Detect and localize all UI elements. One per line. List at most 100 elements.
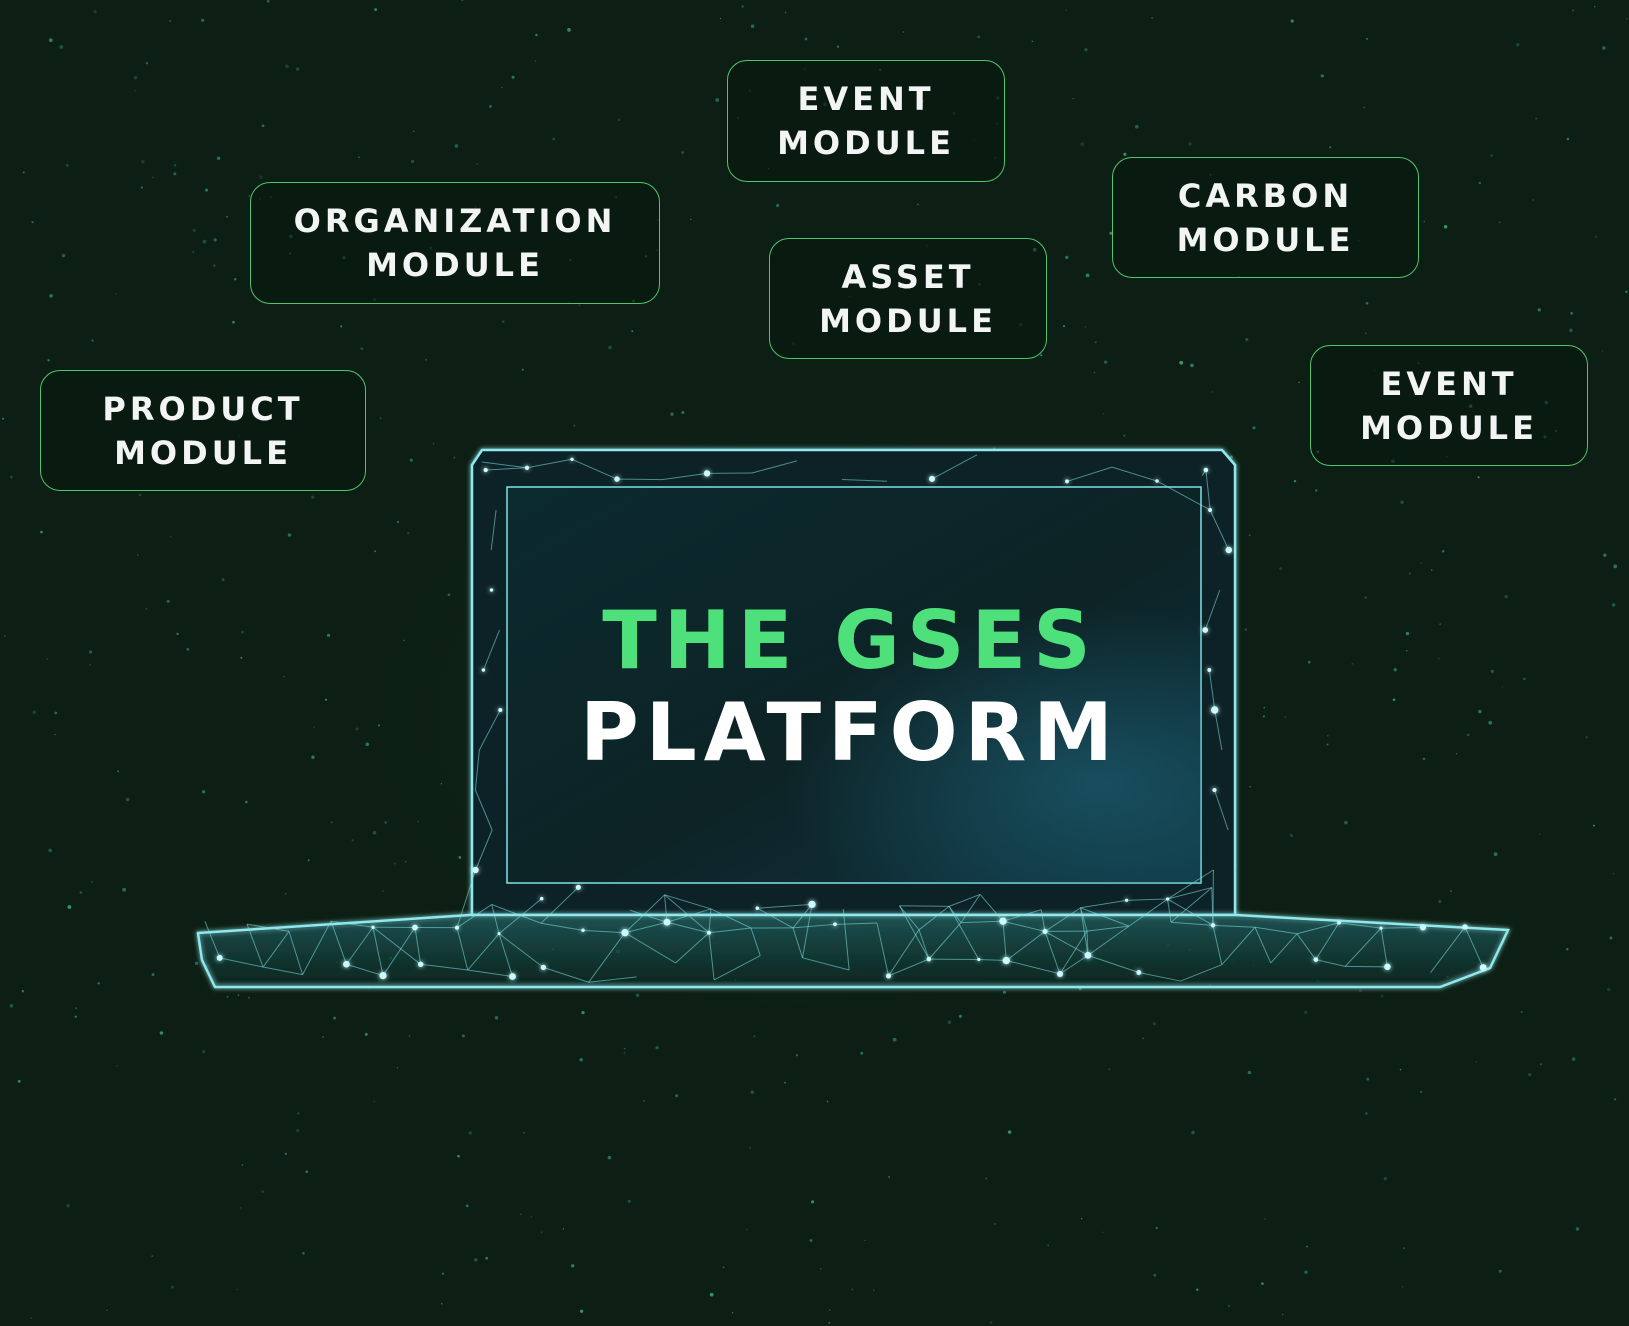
particle: [731, 1311, 734, 1314]
particle: [670, 412, 674, 416]
particle: [552, 137, 556, 141]
particle: [9, 1003, 14, 1008]
mesh-line: [1315, 959, 1346, 967]
particle: [1293, 479, 1297, 483]
mesh-line: [1086, 925, 1130, 932]
mesh-line: [330, 921, 347, 965]
mesh-line: [708, 927, 752, 934]
mesh-line: [842, 908, 850, 971]
particle: [1248, 534, 1251, 537]
particle: [1403, 1247, 1405, 1250]
particle: [860, 1051, 864, 1055]
mesh-line: [1002, 920, 1046, 932]
mesh-line: [1212, 925, 1223, 965]
mesh-line: [1059, 930, 1088, 975]
particle: [31, 220, 34, 224]
mesh-node: [1462, 924, 1468, 930]
particle: [440, 1302, 443, 1305]
mesh-line: [1002, 921, 1007, 961]
mesh-line: [708, 932, 715, 980]
particle: [1152, 1022, 1156, 1026]
particle: [79, 891, 83, 894]
mesh-line: [1315, 922, 1340, 960]
particle: [152, 176, 154, 178]
particle: [1229, 455, 1233, 459]
mesh-line: [1087, 954, 1139, 973]
particle: [819, 1268, 822, 1270]
particle: [140, 186, 143, 189]
particle: [1093, 371, 1096, 374]
mesh-line: [204, 921, 221, 959]
particle: [753, 1035, 756, 1038]
particle: [1, 417, 5, 420]
mesh-node: [454, 925, 460, 930]
particle: [46, 657, 49, 661]
particle: [61, 253, 66, 258]
particle: [1264, 1218, 1266, 1220]
particle: [1101, 1231, 1104, 1234]
particle: [1065, 255, 1069, 260]
mesh-line: [757, 903, 813, 909]
mesh-node: [1479, 964, 1487, 971]
mesh-node: [1056, 970, 1064, 977]
particle: [1307, 660, 1311, 664]
particle: [204, 188, 209, 192]
particle: [1613, 564, 1618, 569]
mesh-line: [1002, 909, 1042, 922]
particle: [1080, 1217, 1083, 1220]
particle: [340, 325, 343, 328]
particle: [608, 345, 612, 350]
mesh-line: [420, 963, 468, 971]
particle: [1613, 1098, 1617, 1101]
particle: [240, 656, 243, 659]
mesh-line: [456, 869, 477, 928]
module-label: MODULE: [366, 246, 544, 284]
mesh-line: [1044, 907, 1081, 932]
particle: [1569, 328, 1573, 333]
mesh-line: [540, 886, 579, 924]
mesh-line: [330, 920, 374, 928]
particle: [1528, 1072, 1532, 1077]
mesh-line: [571, 458, 618, 480]
particle: [655, 1046, 659, 1050]
mesh-line: [960, 920, 1004, 924]
mesh-node: [1384, 963, 1391, 971]
mesh-node: [614, 476, 620, 482]
particle: [892, 1037, 897, 1042]
particle: [89, 664, 91, 666]
mesh-line: [1213, 789, 1229, 831]
particle: [1408, 572, 1411, 575]
particle: [709, 1292, 714, 1297]
particle: [519, 1213, 522, 1216]
mesh-node: [581, 928, 585, 933]
organization-module-box: ORGANIZATION MODULE: [250, 182, 660, 304]
mesh-line: [346, 963, 384, 977]
mesh-line: [750, 927, 761, 956]
mesh-line: [1167, 898, 1172, 923]
mesh-line: [629, 909, 668, 923]
particle: [241, 1164, 244, 1166]
particle: [1227, 1304, 1231, 1308]
particle: [1585, 736, 1588, 739]
particle: [173, 172, 177, 176]
particle: [93, 10, 97, 14]
particle: [1142, 1037, 1144, 1040]
module-label: CARBON: [1177, 176, 1354, 215]
mesh-line: [474, 749, 480, 791]
particle: [1443, 225, 1448, 229]
particle: [357, 156, 360, 159]
particle: [1490, 153, 1494, 158]
particle: [106, 1309, 108, 1311]
particle: [311, 755, 315, 759]
particle: [441, 1272, 445, 1275]
particle: [117, 770, 120, 773]
event-module-top-box: EVENT MODULE: [727, 60, 1005, 182]
mesh-line: [616, 478, 663, 481]
particle: [521, 368, 524, 371]
particle: [1539, 1063, 1543, 1066]
particle: [151, 973, 155, 977]
particle: [681, 411, 685, 414]
mesh-line: [456, 904, 493, 929]
particle: [1151, 16, 1154, 19]
